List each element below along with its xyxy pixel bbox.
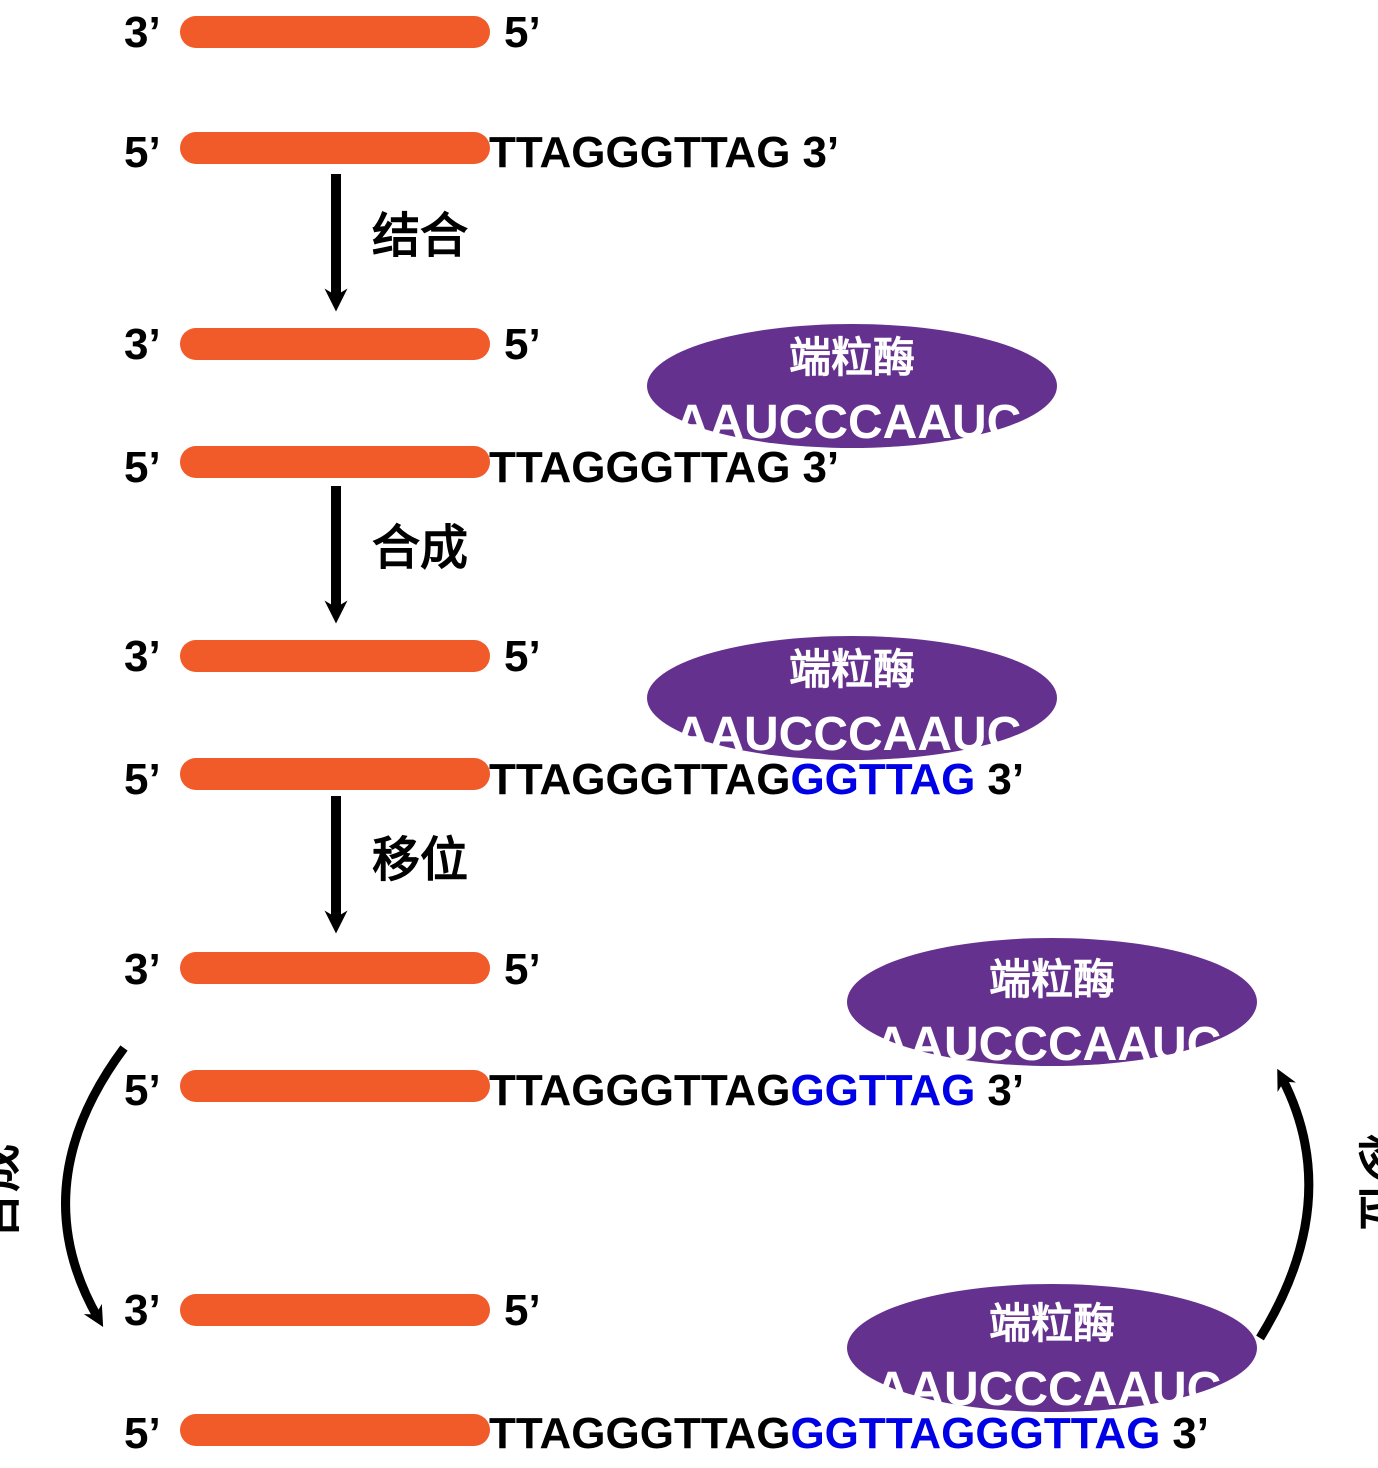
stage-3-top-right-end: 5’ xyxy=(504,632,541,681)
stage-5-telomerase-name: 端粒酶 xyxy=(989,1299,1115,1348)
stage-3: 3’ 5’ 端粒酶 AAUCCCAAUC 5’ TTAGGGTTAGGGTTAG… xyxy=(124,632,1057,804)
stage-3-telomerase xyxy=(647,636,1057,760)
stage-5-rna-template: AAUCCCAAUC xyxy=(875,1363,1222,1416)
stage-2-bottom-left-end: 5’ xyxy=(124,443,161,492)
stage-5-telomerase xyxy=(847,1284,1257,1412)
stage-5-top-left-end: 3’ xyxy=(124,1286,161,1335)
stage-5-bottom-left-end: 5’ xyxy=(124,1409,161,1458)
stage-3-top-left-end: 3’ xyxy=(124,632,161,681)
stage-2-top-right-end: 5’ xyxy=(504,320,541,369)
stage-2-top-left-end: 3’ xyxy=(124,320,161,369)
binding-label: 结合 xyxy=(372,208,468,264)
stage-2-telomerase-name: 端粒酶 xyxy=(789,333,915,382)
stage-1-top-left-end: 3’ xyxy=(124,8,161,57)
stage-4-telomerase xyxy=(847,938,1257,1066)
stage-4-telomerase-name: 端粒酶 xyxy=(989,955,1115,1004)
cycle-synthesis-arrow xyxy=(61,1045,128,1327)
stage-5-top-right-end: 5’ xyxy=(504,1286,541,1335)
synthesis-label: 合成 xyxy=(372,520,468,576)
stage-2-rna-template: AAUCCCAAUC xyxy=(675,396,1022,449)
stage-2-telomerase xyxy=(647,324,1057,448)
stage-3-telomerase-name: 端粒酶 xyxy=(789,645,915,694)
stage-1-bottom-left-end: 5’ xyxy=(124,128,161,177)
cycle-translocation-label: 移位 xyxy=(1352,1134,1378,1230)
stage-3-bottom-left-end: 5’ xyxy=(124,755,161,804)
stage-3-rna-template: AAUCCCAAUC xyxy=(675,708,1022,761)
stage-4-rna-template: AAUCCCAAUC xyxy=(875,1018,1222,1071)
stage-5: 3’ 5’ 端粒酶 AAUCCCAAUC 5’ TTAGGGTTAGGGTTAG… xyxy=(124,1284,1257,1458)
stage-4-top-left-end: 3’ xyxy=(124,945,161,994)
stage-4-bottom-left-end: 5’ xyxy=(124,1066,161,1115)
stage-4-top-right-end: 5’ xyxy=(504,945,541,994)
translocation-label: 移位 xyxy=(372,832,468,888)
cycle-translocation-arrow xyxy=(1256,1068,1314,1341)
stage-4: 3’ 5’ 端粒酶 AAUCCCAAUC 5’ TTAGGGTTAGGGTTAG… xyxy=(124,938,1257,1115)
cycle-synthesis-label: 合成 xyxy=(0,1144,26,1240)
stage-1-top-right-end: 5’ xyxy=(504,8,541,57)
